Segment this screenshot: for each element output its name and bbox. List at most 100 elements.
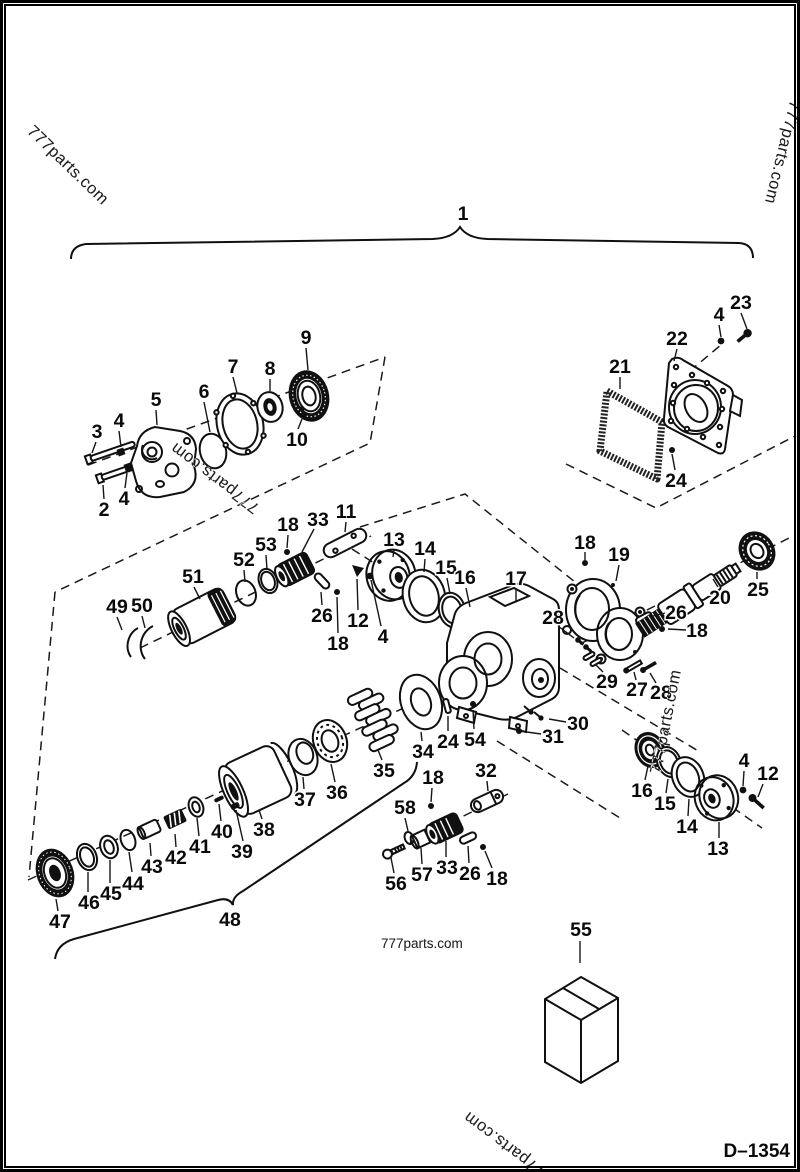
leader-line-50 bbox=[141, 615, 146, 629]
leader-line-16 bbox=[465, 587, 471, 608]
ball-18 bbox=[334, 589, 340, 595]
leader-line-39 bbox=[235, 809, 244, 842]
leader-line-4 bbox=[124, 472, 128, 489]
ball-18 bbox=[428, 803, 434, 809]
part-label-39: 39 bbox=[231, 841, 253, 863]
part-label-48: 48 bbox=[219, 909, 241, 931]
charge-pump-housing-5 bbox=[129, 425, 198, 499]
port-plate-34 bbox=[398, 673, 444, 731]
part-label-4: 4 bbox=[114, 410, 125, 432]
leader-line-27 bbox=[633, 671, 637, 681]
nut-4 bbox=[116, 447, 126, 457]
assembly-bracket-1 bbox=[70, 225, 754, 260]
bearing-8 bbox=[256, 391, 284, 423]
part-label-33: 33 bbox=[436, 857, 458, 879]
retainer-50 bbox=[139, 625, 154, 660]
part-label-19: 19 bbox=[608, 544, 630, 566]
part-label-32: 32 bbox=[475, 760, 497, 782]
leader-line-7 bbox=[232, 376, 238, 394]
pin-40 bbox=[214, 795, 224, 803]
leader-line-13 bbox=[392, 549, 395, 558]
leader-line-52 bbox=[243, 569, 246, 583]
part-label-29: 29 bbox=[596, 671, 618, 693]
pin-26 bbox=[458, 831, 478, 845]
part-label-38: 38 bbox=[253, 819, 275, 841]
seal-kit-box-55 bbox=[544, 975, 619, 1085]
leader-line-19 bbox=[615, 564, 620, 582]
leader-line-15 bbox=[446, 577, 451, 595]
leader-line-28 bbox=[649, 672, 657, 684]
pin-32 bbox=[469, 788, 505, 814]
leader-line-12 bbox=[356, 578, 359, 611]
coupling-33 bbox=[425, 812, 464, 845]
plug-31 bbox=[516, 728, 522, 734]
pin-11 bbox=[322, 527, 368, 559]
leader-line-38 bbox=[258, 809, 263, 820]
gasket-21 bbox=[596, 387, 666, 483]
leader-line-54 bbox=[472, 709, 475, 730]
leader-line-40 bbox=[218, 803, 222, 822]
leader-line-47 bbox=[55, 898, 59, 912]
leader-line-26 bbox=[320, 591, 323, 606]
part-label-28: 28 bbox=[650, 682, 672, 704]
leader-line-4 bbox=[742, 770, 745, 787]
part-label-1: 1 bbox=[458, 203, 469, 225]
part-label-43: 43 bbox=[141, 856, 163, 878]
leader-line-20 bbox=[712, 578, 719, 588]
bolts-28 bbox=[575, 637, 593, 653]
part-label-18: 18 bbox=[277, 514, 299, 536]
leader-line-43 bbox=[149, 842, 152, 857]
pin-24 bbox=[442, 698, 452, 714]
leader-line-4 bbox=[370, 579, 382, 627]
leader-line-14 bbox=[423, 558, 426, 573]
part-label-22: 22 bbox=[666, 328, 688, 350]
pins-29 bbox=[582, 651, 603, 667]
part-label-14: 14 bbox=[414, 538, 436, 560]
gasket-7 bbox=[213, 392, 267, 456]
leader-line-24 bbox=[671, 453, 676, 471]
ball-18 bbox=[284, 549, 290, 555]
leader-line-37 bbox=[302, 776, 305, 790]
leader-line-33 bbox=[301, 528, 315, 553]
part-label-18: 18 bbox=[486, 868, 508, 890]
part-label-24: 24 bbox=[437, 731, 459, 753]
leader-line-23 bbox=[740, 312, 748, 330]
leader-line-57 bbox=[420, 847, 423, 865]
part-label-51: 51 bbox=[182, 566, 204, 588]
end-cover-22 bbox=[662, 356, 744, 455]
leader-line-18 bbox=[430, 787, 433, 803]
retainer-49 bbox=[126, 627, 139, 658]
leader-line-16 bbox=[644, 765, 649, 781]
retainer-ring-36 bbox=[311, 719, 349, 763]
part-label-54: 54 bbox=[464, 729, 486, 751]
spring-42 bbox=[163, 809, 187, 829]
part-label-40: 40 bbox=[211, 821, 233, 843]
leader-line-2 bbox=[102, 484, 105, 500]
leader-line-4 bbox=[118, 430, 122, 448]
screw-3 bbox=[83, 440, 136, 466]
part-label-31: 31 bbox=[542, 726, 564, 748]
drawing-code: D–1354 bbox=[723, 1141, 790, 1162]
piston-assembly-35 bbox=[346, 687, 399, 753]
ball-18 bbox=[659, 626, 665, 632]
leader-line-51 bbox=[193, 586, 201, 600]
o-ring-44 bbox=[119, 828, 137, 852]
part-label-4: 4 bbox=[714, 304, 725, 326]
part-label-18: 18 bbox=[327, 633, 349, 655]
part-label-12: 12 bbox=[757, 763, 779, 785]
main-housing-17 bbox=[438, 582, 560, 734]
part-label-10: 10 bbox=[286, 429, 308, 451]
leader-line-26 bbox=[467, 845, 470, 864]
leader-line-18 bbox=[336, 596, 339, 634]
part-label-49: 49 bbox=[106, 596, 128, 618]
cone-12 bbox=[352, 565, 364, 577]
leader-line-31 bbox=[526, 731, 542, 735]
bolt-56 bbox=[381, 843, 407, 860]
screw-28 bbox=[640, 660, 657, 673]
leader-line-44 bbox=[128, 851, 133, 873]
washer-45 bbox=[99, 834, 119, 860]
part-label-3: 3 bbox=[92, 421, 103, 443]
bolt-27 bbox=[623, 659, 644, 674]
part-label-25: 25 bbox=[747, 579, 769, 601]
